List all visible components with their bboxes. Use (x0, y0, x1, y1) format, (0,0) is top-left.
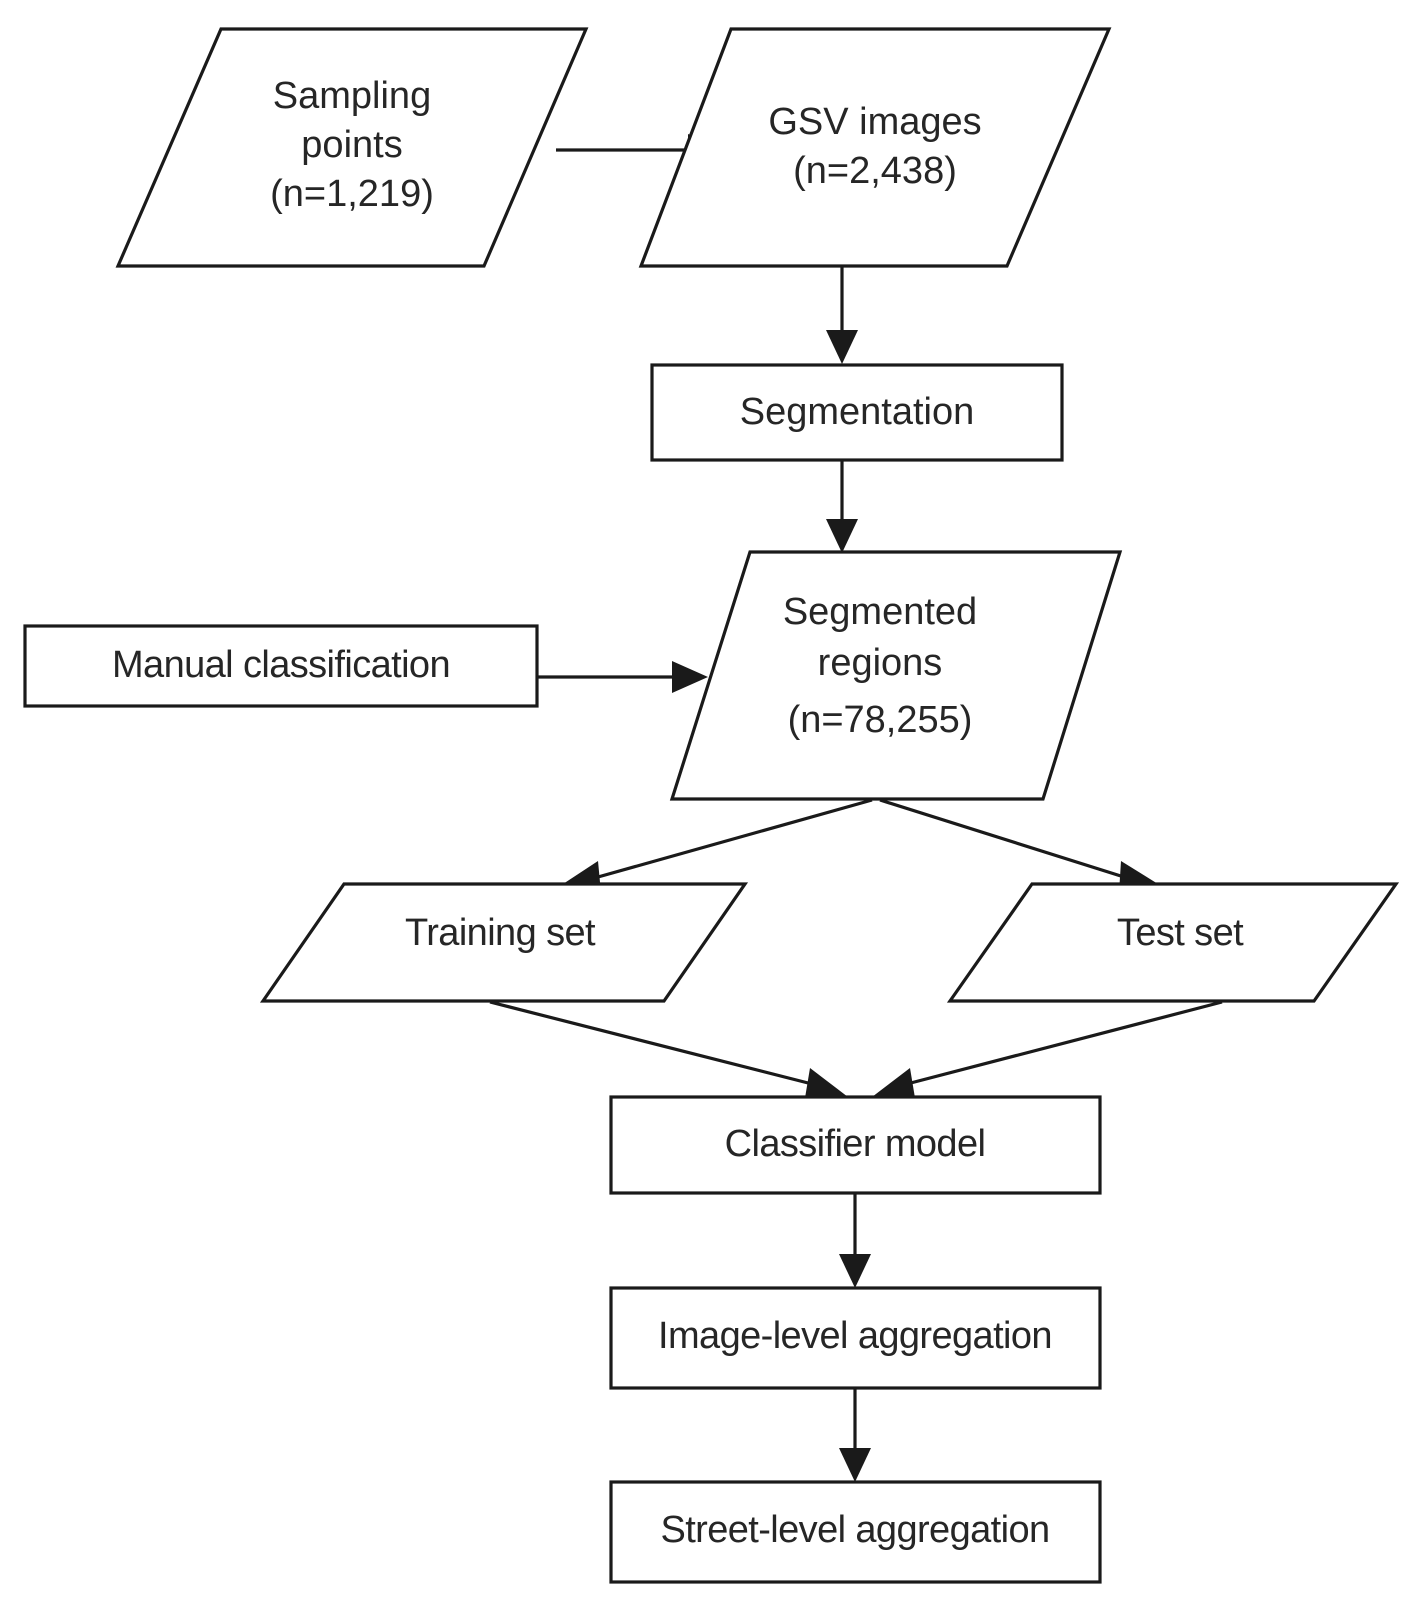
node-sampling-points-line-2: points (301, 124, 402, 166)
node-street-level-aggregation[interactable]: Street-level aggregation (609, 1480, 1102, 1584)
edge-image-level-to-street-level-aggregation (839, 1388, 871, 1482)
edge-classifier-model-to-image-level-aggregation (839, 1193, 871, 1288)
edge-segmented-regions-to-test-set (879, 798, 1158, 893)
node-sampling-points-line-3: (n=1,219) (270, 173, 434, 215)
node-segmentation-label: Segmentation (740, 391, 975, 433)
node-segmented-regions[interactable]: Segmented regions (n=78,255) (669, 550, 1123, 801)
node-image-level-aggregation[interactable]: Image-level aggregation (609, 1286, 1102, 1390)
node-segmented-regions-line-1: Segmented (783, 591, 977, 633)
node-segmented-regions-line-3: (n=78,255) (788, 699, 973, 741)
node-training-set[interactable]: Training set (259, 882, 749, 1003)
node-manual-classification[interactable]: Manual classification (23, 624, 539, 708)
node-sampling-points-line-1: Sampling (273, 75, 431, 117)
node-classifier-model-label: Classifier model (725, 1123, 986, 1165)
edge-gsv-images-to-segmentation (826, 266, 858, 364)
node-sampling-points[interactable]: Sampling points (n=1,219) (115, 27, 589, 268)
node-test-set[interactable]: Test set (946, 882, 1400, 1003)
edge-test-set-to-classifier-model (872, 1000, 1223, 1098)
node-gsv-images-line-1: GSV images (768, 101, 981, 143)
node-test-set-label: Test set (1117, 912, 1244, 954)
node-segmented-regions-line-2: regions (818, 642, 943, 684)
node-gsv-images-line-2: (n=2,438) (793, 150, 957, 192)
node-training-set-label: Training set (405, 912, 596, 954)
node-classifier-model[interactable]: Classifier model (609, 1095, 1102, 1195)
node-manual-classification-label: Manual classification (112, 644, 450, 686)
edge-training-set-to-classifier-model (489, 1000, 848, 1098)
edge-segmented-regions-to-training-set (563, 798, 873, 893)
node-image-level-aggregation-label: Image-level aggregation (658, 1315, 1052, 1357)
node-street-level-aggregation-label: Street-level aggregation (660, 1509, 1049, 1551)
edge-segmentation-to-segmented-regions (826, 461, 858, 553)
node-segmentation[interactable]: Segmentation (650, 363, 1064, 462)
edge-manual-classification-to-segmented-regions (537, 661, 708, 693)
node-gsv-images[interactable]: GSV images (n=2,438) (638, 27, 1112, 268)
